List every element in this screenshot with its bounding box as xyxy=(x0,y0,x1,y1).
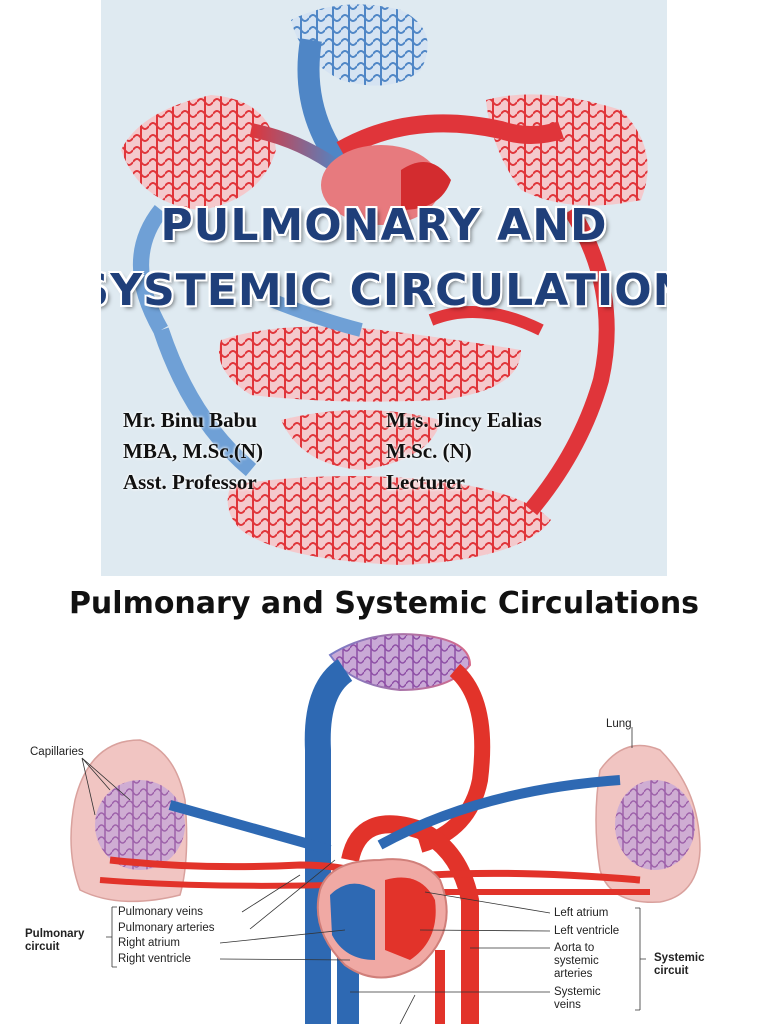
cover-slide: PULMONARY AND SYSTEMIC CIRCULATION Mr. B… xyxy=(101,0,667,576)
label-capillaries: Capillaries xyxy=(30,746,84,758)
label-systemic-veins-1: Systemic xyxy=(554,986,601,998)
circulation-diagram: Capillaries Lung Pulmonary circuit Pulmo… xyxy=(0,630,768,1024)
label-right-atrium: Right atrium xyxy=(118,937,180,949)
author-2-degrees: M.Sc. (N) xyxy=(386,439,472,463)
author-2: Mrs. Jincy Ealias M.Sc. (N) Lecturer xyxy=(386,405,542,498)
author-1-degrees: MBA, M.Sc.(N) xyxy=(123,439,263,463)
figure-heading: Pulmonary and Systemic Circulations xyxy=(68,586,700,621)
label-systemic-circuit-2: circuit xyxy=(654,965,689,977)
label-right-ventricle: Right ventricle xyxy=(118,953,191,965)
author-1-name: Mr. Binu Babu xyxy=(123,408,258,432)
circulation-diagram-art xyxy=(70,633,701,1024)
label-pulmonary-arteries: Pulmonary arteries xyxy=(118,922,215,934)
cover-title-line1: PULMONARY AND xyxy=(160,200,608,251)
cover-title-line2: SYSTEMIC CIRCULATION xyxy=(101,265,667,316)
label-pulmonary-circuit-1: Pulmonary xyxy=(25,928,85,940)
label-systemic-circuit-1: Systemic xyxy=(654,952,705,964)
label-left-atrium: Left atrium xyxy=(554,907,609,919)
label-lung: Lung xyxy=(606,718,632,730)
author-2-role: Lecturer xyxy=(386,470,465,494)
label-left-ventricle: Left ventricle xyxy=(554,925,620,937)
label-pulmonary-circuit-2: circuit xyxy=(25,941,60,953)
author-1: Mr. Binu Babu MBA, M.Sc.(N) Asst. Profes… xyxy=(123,405,263,498)
label-systemic-veins-2: veins xyxy=(554,999,581,1011)
label-aorta-3: arteries xyxy=(554,968,593,980)
circulation-illustration xyxy=(121,4,648,565)
label-pulmonary-veins: Pulmonary veins xyxy=(118,906,204,918)
author-1-role: Asst. Professor xyxy=(123,470,257,494)
author-2-name: Mrs. Jincy Ealias xyxy=(386,408,542,432)
label-aorta-1: Aorta to xyxy=(554,942,595,954)
label-aorta-2: systemic xyxy=(554,955,599,967)
